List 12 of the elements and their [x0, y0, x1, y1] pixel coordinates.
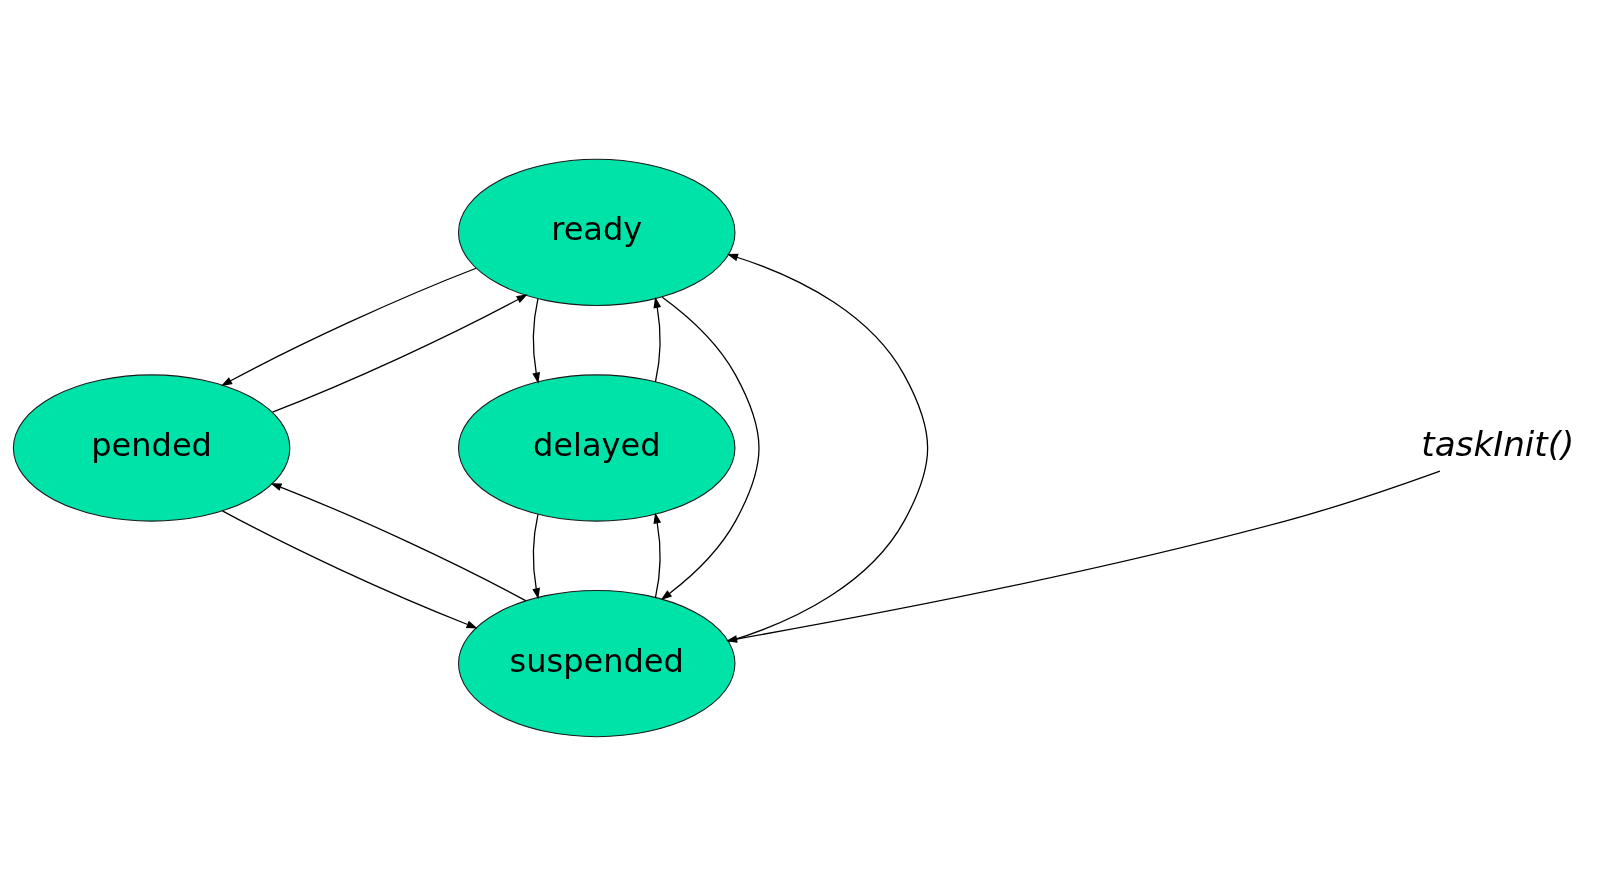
- node-text: taskInit(): [1421, 423, 1575, 464]
- arrow: [271, 293, 528, 413]
- arrow: [726, 253, 929, 642]
- arrow: [532, 297, 540, 384]
- arrow: [653, 511, 662, 598]
- arrow: [221, 267, 477, 386]
- arrow: [726, 469, 1441, 643]
- arrow: [532, 513, 540, 599]
- arrow: [270, 482, 527, 601]
- arrow: [660, 296, 760, 600]
- arrow: [653, 296, 662, 382]
- arrow: [221, 509, 478, 628]
